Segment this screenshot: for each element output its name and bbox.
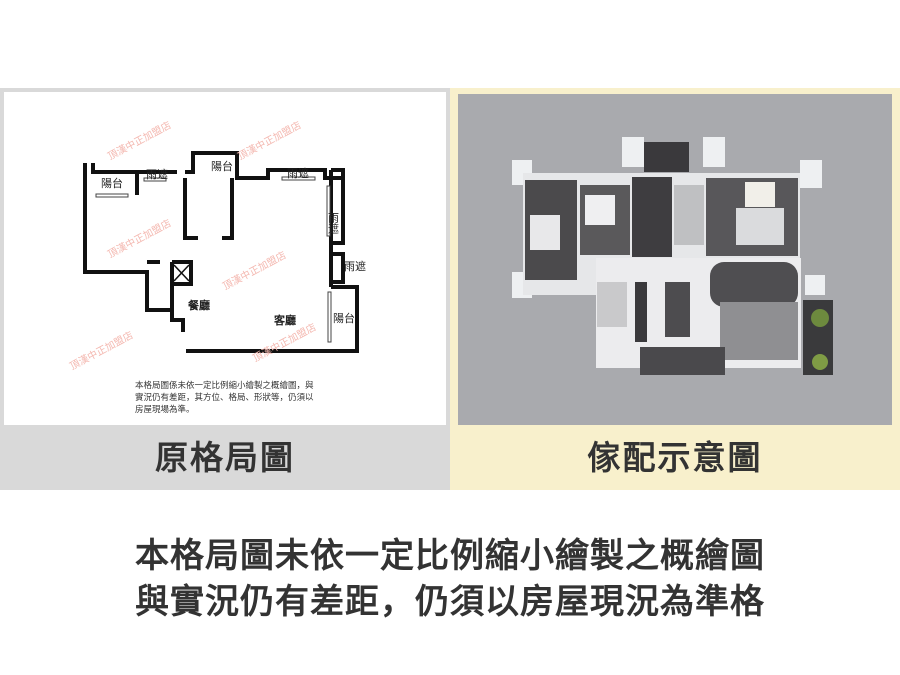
caption-line-2: 與實況仍有差距，仍須以房屋現況為準格 [135,582,765,622]
furnished-plan-panel: 傢配示意圖 [450,88,900,490]
note-line-2: 實況仍有差距，其方位、格局、形狀等，仍須以 [135,392,314,403]
room-label-canopy-1: 雨遮 [146,167,168,181]
original-floorplan-title: 原格局圖 [155,438,295,477]
room-label-balcony-2: 陽台 [211,159,233,173]
svg-text:頂漢中正加盟店: 頂漢中正加盟店 [235,118,303,162]
original-floorplan-panel: 陽台 陽台 陽台 雨遮 雨遮 雨遮 雨遮 餐廳 客廳 頂漢中正加盟店 頂漢中正加… [0,88,450,490]
svg-text:頂漢中正加盟店: 頂漢中正加盟店 [67,328,135,372]
floorplan-drawing: 陽台 陽台 陽台 雨遮 雨遮 雨遮 雨遮 餐廳 客廳 頂漢中正加盟店 頂漢中正加… [67,118,366,415]
disclaimer-caption: 本格局圖未依一定比例縮小繪製之概繪圖 與實況仍有差距，仍須以房屋現況為準格 [0,533,900,625]
furnished-plan-render [458,94,892,425]
room-label-balcony-3: 陽台 [333,311,355,325]
svg-text:頂漢中正加盟店: 頂漢中正加盟店 [220,248,288,292]
room-label-canopy-3: 雨遮 [327,212,340,234]
svg-text:頂漢中正加盟店: 頂漢中正加盟店 [105,216,173,260]
furnished-plan-title: 傢配示意圖 [587,438,763,477]
note-line-3: 房屋現場為準。 [135,404,195,415]
note-line-1: 本格局圖係未依一定比例縮小繪製之概繪圖，與 [135,380,314,391]
caption-line-1: 本格局圖未依一定比例縮小繪製之概繪圖 [135,536,765,576]
room-label-living: 客廳 [273,313,296,327]
room-label-balcony-1: 陽台 [101,176,123,190]
furnished-render-drawing [512,137,833,375]
room-label-dining: 餐廳 [187,298,210,312]
svg-text:頂漢中正加盟店: 頂漢中正加盟店 [105,118,173,162]
original-floorplan-image: 陽台 陽台 陽台 雨遮 雨遮 雨遮 雨遮 餐廳 客廳 頂漢中正加盟店 頂漢中正加… [4,92,446,425]
room-label-canopy-2: 雨遮 [287,166,309,180]
room-label-canopy-4: 雨遮 [344,259,366,273]
